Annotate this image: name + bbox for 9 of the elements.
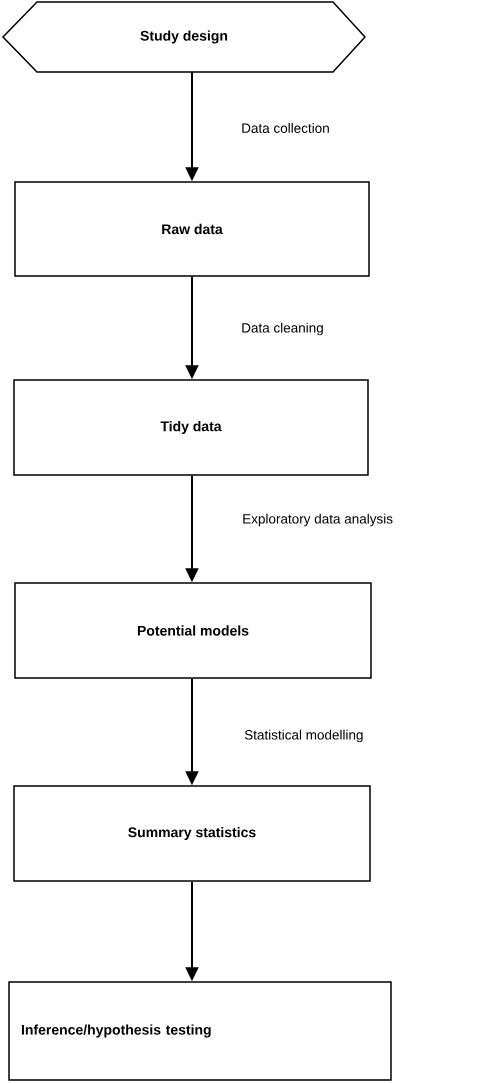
edge-label: Data cleaning — [242, 322, 323, 336]
edge-label: Data collection — [242, 123, 329, 133]
process-box: Raw data — [14, 181, 370, 277]
process-box: Potential models — [14, 582, 372, 679]
process-box: Inference/hypothesis testing — [8, 981, 392, 1081]
process-box: Summary statistics — [13, 785, 371, 882]
edge-label: Statistical modelling — [244, 729, 363, 743]
edge-label: Exploratory data analysis — [243, 513, 393, 527]
process-box: Tidy data — [13, 379, 369, 476]
